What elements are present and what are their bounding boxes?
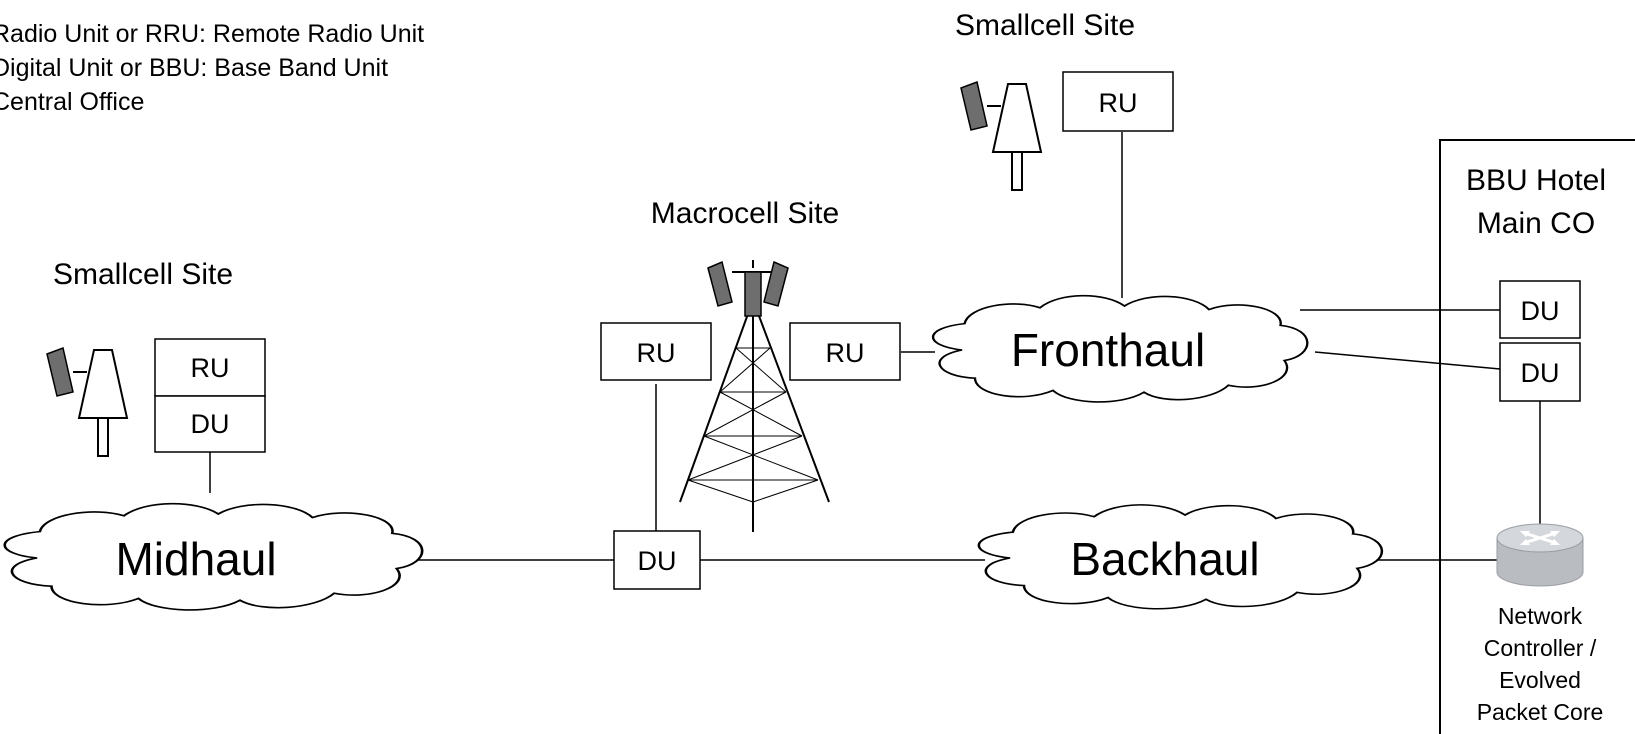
- midhaul-label: Midhaul: [115, 533, 276, 585]
- macrocell-label: Macrocell Site: [651, 197, 839, 230]
- hotel-du-2-label: DU: [1521, 358, 1560, 388]
- bbu-hotel-border: [1439, 139, 1635, 734]
- core-label: Network Controller / Evolved Packet Core: [1477, 603, 1604, 725]
- hotel-du-1-box: DU: [1499, 280, 1581, 339]
- top-ru-box: RU: [1062, 71, 1174, 132]
- router-icon: [1496, 523, 1584, 587]
- core-label-line-4: Packet Core: [1477, 699, 1604, 725]
- smallcell-left-du-box: DU: [154, 395, 266, 453]
- smallcell-left-ru-box: RU: [154, 338, 266, 397]
- smallcell-left-du-label: DU: [191, 409, 230, 439]
- macro-ru-right-label: RU: [826, 338, 865, 368]
- smallcell-left-ru-label: RU: [191, 353, 230, 383]
- macrocell-tower-icon: [679, 260, 830, 532]
- macro-ru-right-box: RU: [789, 322, 901, 381]
- core-label-line-2: Controller /: [1484, 635, 1597, 661]
- smallcell-antenna-left-icon: [46, 346, 129, 457]
- smallcell-left-label: Smallcell Site: [53, 258, 233, 291]
- smallcell-antenna-top-icon: [960, 80, 1043, 191]
- connections: [209, 132, 1541, 561]
- legend-line-ru: Radio Unit or RRU: Remote Radio Unit: [0, 20, 424, 48]
- bbu-hotel-subtitle: Main CO: [1477, 207, 1595, 240]
- fronthaul-cloud: Fronthaul: [931, 294, 1309, 404]
- hotel-du-1-label: DU: [1521, 296, 1560, 326]
- macro-du-box: DU: [613, 530, 701, 590]
- core-label-line-3: Evolved: [1499, 667, 1581, 693]
- bbu-hotel-title: BBU Hotel: [1466, 164, 1606, 197]
- macro-ru-left-label: RU: [637, 338, 676, 368]
- backhaul-label: Backhaul: [1070, 533, 1259, 585]
- fronthaul-label: Fronthaul: [1011, 324, 1205, 376]
- core-label-line-1: Network: [1498, 603, 1583, 629]
- hotel-du-2-box: DU: [1499, 342, 1581, 402]
- macro-du-label: DU: [638, 546, 677, 576]
- link-fronthaul-du2: [1314, 351, 1501, 370]
- legend-line-co: Central Office: [0, 88, 144, 116]
- bbu-hotel: BBU Hotel Main CO: [1439, 139, 1635, 734]
- macro-ru-left-box: RU: [600, 322, 712, 381]
- legend: Radio Unit or RRU: Remote Radio Unit Dig…: [0, 20, 424, 116]
- legend-line-du: Digital Unit or BBU: Base Band Unit: [0, 54, 388, 82]
- smallcell-top-label: Smallcell Site: [955, 9, 1135, 42]
- midhaul-cloud: Midhaul: [3, 502, 424, 612]
- backhaul-cloud: Backhaul: [977, 503, 1384, 611]
- top-ru-label: RU: [1099, 88, 1138, 118]
